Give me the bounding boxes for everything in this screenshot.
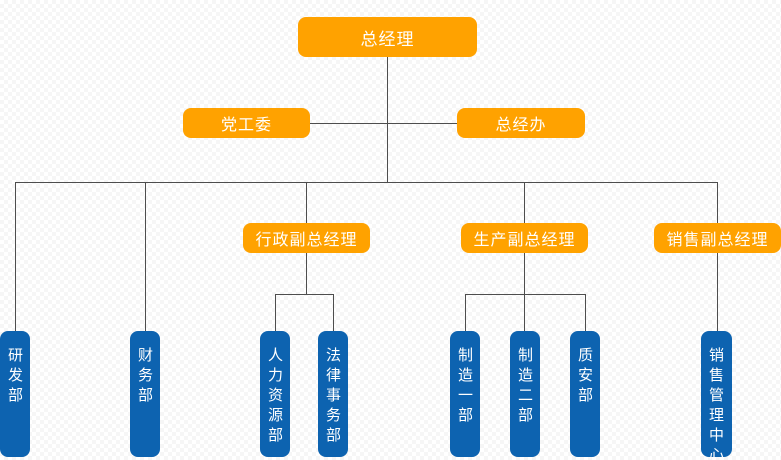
node-manufacturing1-dept[interactable]: 制造一部 <box>450 331 480 457</box>
node-hr-dept[interactable]: 人力资源部 <box>260 331 290 457</box>
connector-staff-horizontal <box>310 123 457 124</box>
node-legal-dept[interactable]: 法律事务部 <box>318 331 348 457</box>
connector-drop-admin-vgm <box>306 182 307 223</box>
connector-production-stem <box>524 253 525 331</box>
node-sales-management-center[interactable]: 销售管理中心 <box>701 331 732 460</box>
connector-drop-rd-dept <box>15 182 16 331</box>
connector-admin-stem <box>306 253 307 294</box>
node-quality-safety-dept[interactable]: 质安部 <box>570 331 600 457</box>
connector-admin-children-horizontal <box>275 294 334 295</box>
connector-drop-production-vgm <box>524 182 525 223</box>
node-gm-office[interactable]: 总经办 <box>457 108 585 138</box>
connector-drop-hr-dept <box>275 294 276 331</box>
node-admin-vice-gm[interactable]: 行政副总经理 <box>243 223 370 253</box>
node-production-vice-gm[interactable]: 生产副总经理 <box>461 223 588 253</box>
connector-drop-legal-dept <box>333 294 334 331</box>
connector-drop-sales-vgm <box>717 182 718 223</box>
connector-drop-finance-dept <box>145 182 146 331</box>
node-rd-dept[interactable]: 研发部 <box>0 331 30 457</box>
node-party-committee[interactable]: 党工委 <box>183 108 310 138</box>
connector-production-children-horizontal <box>465 294 586 295</box>
node-general-manager[interactable]: 总经理 <box>298 17 477 57</box>
connector-main-horizontal <box>15 182 718 183</box>
connector-drop-manufacturing1-dept <box>465 294 466 331</box>
node-sales-vice-gm[interactable]: 销售副总经理 <box>654 223 781 253</box>
connector-sales-stem <box>717 253 718 331</box>
node-manufacturing2-dept[interactable]: 制造二部 <box>510 331 540 457</box>
connector-drop-quality-dept <box>585 294 586 331</box>
node-finance-dept[interactable]: 财务部 <box>130 331 160 457</box>
connector-root-stem <box>387 57 388 182</box>
